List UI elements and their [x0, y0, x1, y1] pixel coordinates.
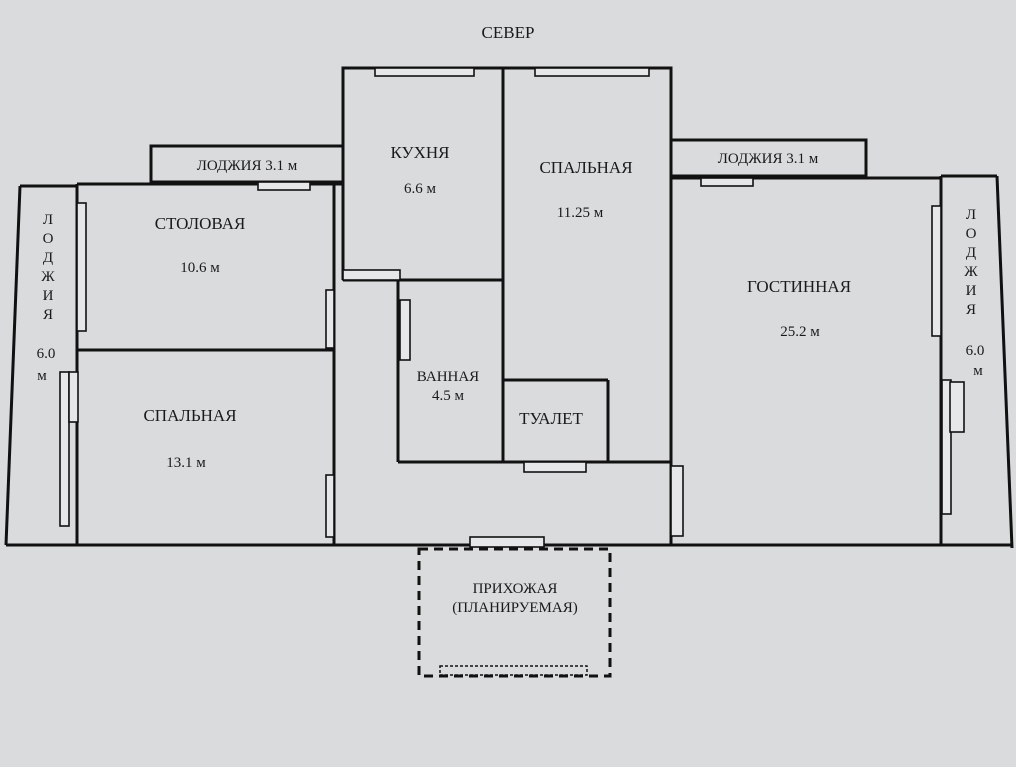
loggia-north-left-label: ЛОДЖИЯ 3.1 м: [197, 158, 298, 174]
interior-walls: [77, 68, 673, 545]
svg-text:О: О: [966, 226, 977, 242]
svg-text:И: И: [966, 283, 977, 299]
bedroom-north-area: 11.25 м: [557, 205, 604, 221]
hall-label: ПРИХОЖАЯ: [473, 581, 558, 597]
svg-text:Я: Я: [966, 302, 976, 318]
bedroom-south-area: 13.1 м: [166, 455, 206, 471]
svg-text:6.0: 6.0: [966, 343, 985, 359]
svg-text:Д: Д: [43, 250, 53, 266]
svg-text:м: м: [37, 368, 47, 384]
svg-text:м: м: [973, 363, 983, 379]
svg-text:О: О: [43, 231, 54, 247]
living-label: ГОСТИННАЯ: [747, 277, 851, 296]
svg-text:Д: Д: [966, 245, 976, 261]
loggia-west-label: Л О Д Ж И Я 6.0 м: [37, 212, 56, 384]
svg-text:И: И: [43, 288, 54, 304]
hall-label-planned: (ПЛАНИРУЕМАЯ): [452, 600, 577, 616]
svg-text:Ж: Ж: [41, 269, 55, 285]
bathroom-label: ВАННАЯ: [417, 369, 479, 385]
loggia-east-label: Л О Д Ж И Я 6.0 м: [964, 207, 984, 379]
loggia-north-right-label: ЛОДЖИЯ 3.1 м: [718, 151, 819, 167]
svg-text:6.0: 6.0: [37, 346, 56, 362]
svg-text:Л: Л: [43, 212, 53, 228]
bedroom-north-label: СПАЛЬНАЯ: [539, 158, 632, 177]
svg-text:Я: Я: [43, 307, 53, 323]
north-label: СЕВЕР: [482, 23, 535, 42]
bedroom-south-label: СПАЛЬНАЯ: [143, 406, 236, 425]
dining-label: СТОЛОВАЯ: [155, 214, 246, 233]
svg-text:Л: Л: [966, 207, 976, 223]
dining-area: 10.6 м: [180, 260, 220, 276]
planned-hall-outline: [417, 547, 612, 678]
kitchen-area: 6.6 м: [404, 181, 437, 197]
living-area: 25.2 м: [780, 324, 820, 340]
bathroom-area: 4.5 м: [432, 388, 465, 404]
svg-text:Ж: Ж: [964, 264, 978, 280]
toilet-label: ТУАЛЕТ: [519, 409, 583, 428]
kitchen-label: КУХНЯ: [391, 143, 450, 162]
planned-hall-window: [439, 665, 588, 676]
windows: [59, 67, 965, 548]
